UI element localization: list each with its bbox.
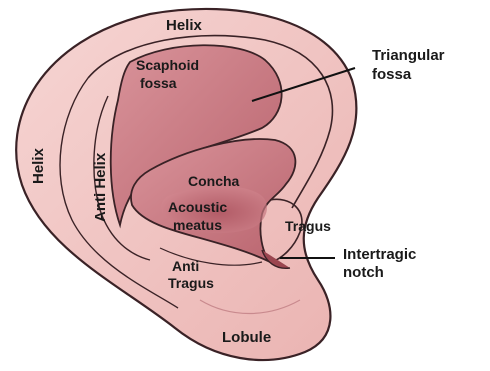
label-anti-tragus-line1: Anti [172, 258, 199, 274]
label-scaphoid-fossa-line1: Scaphoid [136, 57, 199, 73]
label-intertragic-notch-line2: notch [343, 264, 384, 281]
label-acoustic-meatus-line1: Acoustic [168, 199, 227, 215]
label-anti-tragus-line2: Tragus [168, 275, 214, 291]
label-tragus: Tragus [285, 218, 331, 234]
label-helix-left: Helix [30, 147, 47, 184]
label-lobule: Lobule [222, 329, 271, 346]
label-anti-helix: Anti Helix [92, 152, 109, 222]
label-triangular-fossa-line2: fossa [372, 66, 412, 83]
label-scaphoid-fossa-line2: fossa [140, 75, 177, 91]
label-concha: Concha [188, 173, 240, 189]
label-helix-top: Helix [166, 17, 203, 34]
label-triangular-fossa-line1: Triangular [372, 47, 445, 64]
label-acoustic-meatus-line2: meatus [173, 217, 222, 233]
label-intertragic-notch-line1: Intertragic [343, 246, 416, 263]
